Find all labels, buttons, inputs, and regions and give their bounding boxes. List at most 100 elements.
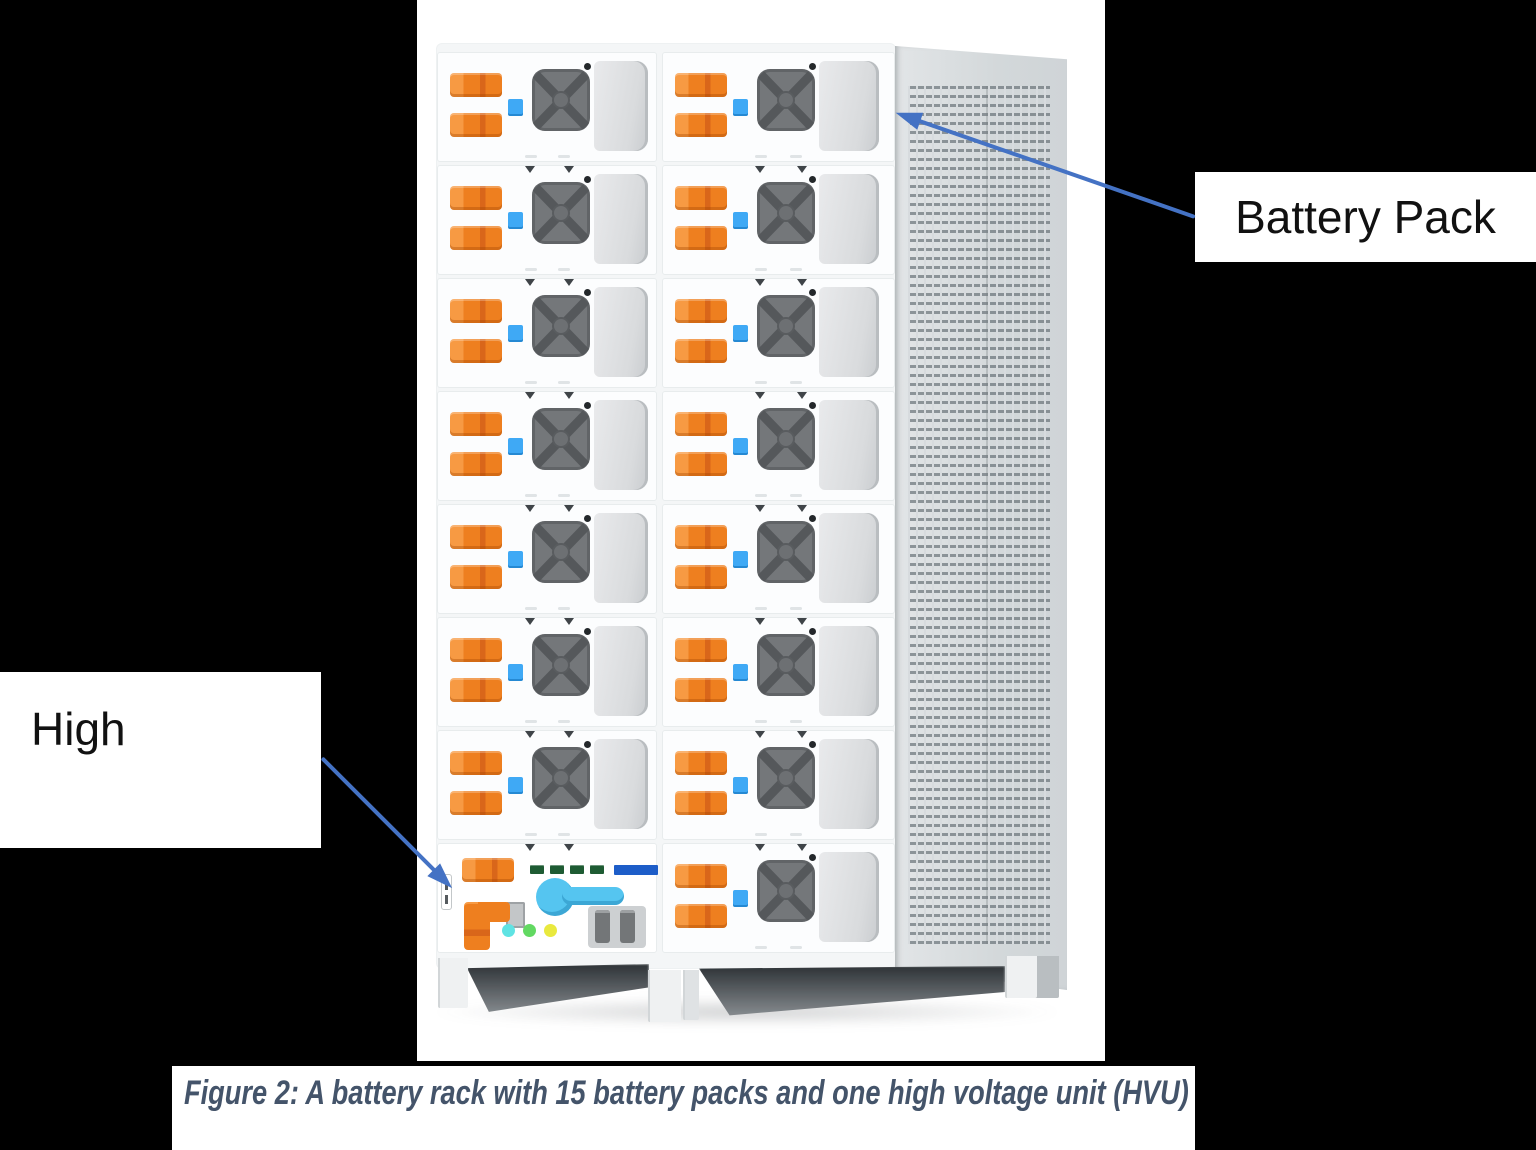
pack-marking [557, 720, 570, 723]
power-connector-icon [450, 638, 502, 662]
row-marker [755, 505, 766, 512]
power-connector-icon [675, 638, 727, 662]
rack-leg [438, 958, 468, 1008]
indicator-dot-cyan [502, 924, 515, 937]
pack-marking [557, 381, 570, 384]
pack-marking [557, 155, 570, 158]
status-indicator-icon [733, 212, 748, 229]
row-marker [564, 844, 575, 851]
fan-icon [532, 182, 590, 244]
pack-panel [819, 852, 879, 942]
pack-panel [594, 626, 648, 716]
pack-marking [755, 833, 768, 836]
pack-panel [819, 513, 879, 603]
row-marker [796, 166, 807, 173]
row-marker [796, 505, 807, 512]
fan-hub [554, 771, 568, 785]
status-indicator-icon [733, 664, 748, 681]
fan-icon [757, 860, 815, 922]
power-connector-icon [675, 186, 727, 210]
status-indicator-icon [508, 325, 523, 342]
fan-icon [532, 69, 590, 131]
fan-hub [779, 319, 793, 333]
power-connector-icon [675, 751, 727, 775]
pack-marking [755, 381, 768, 384]
status-indicator-icon [733, 325, 748, 342]
battery-pack-unit [437, 730, 657, 840]
row-marker [564, 392, 575, 399]
figure-caption: Figure 2: A battery rack with 15 battery… [172, 1066, 1195, 1150]
battery-pack-unit [662, 391, 895, 501]
fan-hub [554, 432, 568, 446]
pack-marking [755, 268, 768, 271]
battery-pack-unit [662, 843, 895, 953]
figure-caption-text: Figure 2: A battery rack with 15 battery… [184, 1074, 1189, 1112]
row-marker [796, 279, 807, 286]
high-voltage-unit [437, 843, 658, 953]
pack-panel [594, 739, 648, 829]
screw-dot [584, 63, 591, 70]
row-marker [755, 166, 766, 173]
rack-leg [683, 970, 699, 1020]
pack-panel [594, 174, 648, 264]
pack-marking [557, 607, 570, 610]
power-connector-icon [675, 678, 727, 702]
pack-marking [755, 155, 768, 158]
power-connector-icon [450, 751, 502, 775]
pack-marking [525, 155, 538, 158]
screw-dot [584, 628, 591, 635]
power-connector-icon [675, 904, 727, 928]
row-marker [796, 618, 807, 625]
power-connector-icon [675, 412, 727, 436]
pack-marking [557, 833, 570, 836]
fan-icon [757, 521, 815, 583]
pack-marking [755, 494, 768, 497]
row-marker [525, 505, 536, 512]
power-connector-icon [675, 299, 727, 323]
row-marker [564, 618, 575, 625]
power-connector-icon [450, 791, 502, 815]
fan-hub [779, 432, 793, 446]
pack-panel [594, 61, 648, 151]
row-marker [564, 166, 575, 173]
pack-marking [790, 946, 803, 949]
pack-panel [594, 513, 648, 603]
pack-panel [819, 287, 879, 377]
fan-icon [757, 182, 815, 244]
battery-pack-label: Battery Pack [1195, 172, 1536, 262]
row-marker [796, 731, 807, 738]
power-connector-icon [675, 226, 727, 250]
pack-marking [790, 607, 803, 610]
power-connector-icon [675, 565, 727, 589]
battery-pack-unit [437, 52, 657, 162]
fan-hub [779, 206, 793, 220]
screw-dot [809, 854, 816, 861]
power-connector-icon [450, 565, 502, 589]
pack-panel [819, 739, 879, 829]
fan-icon [532, 295, 590, 357]
fan-icon [532, 521, 590, 583]
indicator-dot-green [523, 924, 536, 937]
rack-right-column [662, 52, 895, 953]
screw-dot [584, 402, 591, 409]
rack-front-face [437, 44, 895, 968]
fan-hub [554, 545, 568, 559]
power-connector-icon [450, 186, 502, 210]
row-marker [525, 618, 536, 625]
comm-connector-icon [506, 902, 525, 928]
status-indicator-icon [508, 777, 523, 794]
screw-dot [809, 741, 816, 748]
fan-icon [532, 747, 590, 809]
power-connector-icon [675, 791, 727, 815]
row-marker [525, 844, 536, 851]
fan-icon [757, 747, 815, 809]
screw-dot [809, 402, 816, 409]
pack-marking [525, 494, 538, 497]
battery-pack-unit [662, 617, 895, 727]
row-marker [525, 279, 536, 286]
fan-hub [554, 658, 568, 672]
battery-pack-unit [437, 617, 657, 727]
battery-pack-unit [662, 165, 895, 275]
screw-dot [809, 176, 816, 183]
